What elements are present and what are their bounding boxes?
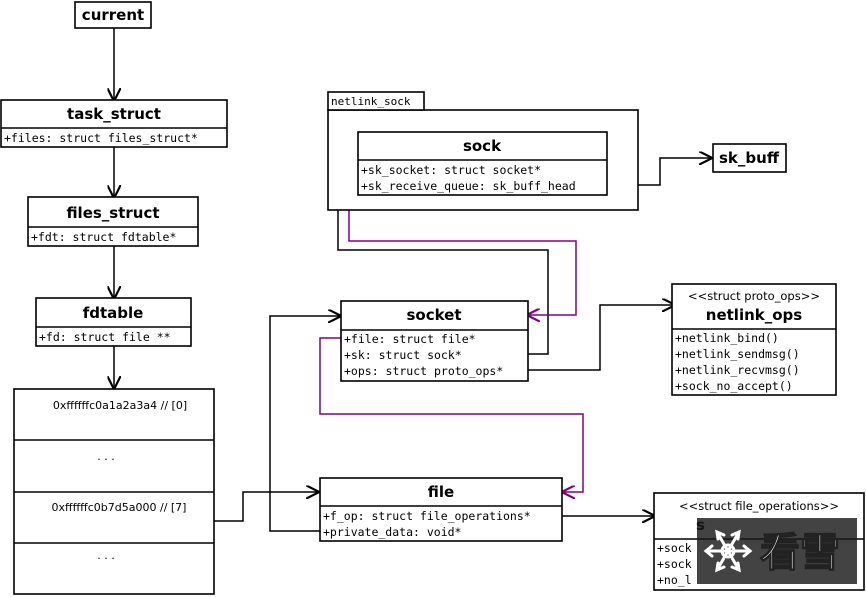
netlink-ops-field-recvmsg: +netlink_recvmsg() [675,363,800,377]
fd-array-cell-0: 0xffffffc0a1a2a3a4 // [0] [53,399,187,412]
netlink-ops-field-sendmsg: +netlink_sendmsg() [675,347,800,361]
fd-array-cell-1: . . . [97,450,114,463]
file-operations-field-0: +sock [657,541,692,555]
files-struct-box: files_struct +fdt: struct fdtable* [27,196,199,247]
task-struct-box: task_struct +files: struct files_struct* [0,99,228,148]
fdtable-title: fdtable [83,304,144,322]
file-operations-field-1: +sock [657,557,692,571]
files-struct-title: files_struct [66,204,159,222]
task-struct-field-files: +files: struct files_struct* [4,131,198,145]
file-operations-stereotype: <<struct file_operations>> [679,499,839,513]
sock-box: sock +sk_socket: struct socket* +sk_rece… [357,131,608,196]
files-struct-field-fdt: +fdt: struct fdtable* [31,230,176,244]
file-operations-field-2: +no_l [657,573,692,587]
arrow-socket-ops-to-netlink-ops [527,305,674,371]
arrow-socket-file-to-file [319,337,584,492]
netlink-ops-stereotype: <<struct proto_ops>> [688,289,820,303]
socket-field-sk: +sk: struct sock* [344,348,462,362]
file-box: file +f_op: struct file_operations* +pri… [319,477,563,542]
fd-array-cell-3: . . . [97,549,114,562]
fdtable-box: fdtable +fd: struct file ** [35,297,192,347]
watermark-text: 看雪 [760,530,840,576]
netlink-ops-title: netlink_ops [706,306,803,324]
arrow-file-private-data-to-socket [269,316,340,532]
current-title: current [82,6,144,24]
netlink-sock-label: netlink_sock [331,95,411,108]
file-field-f-op: +f_op: struct file_operations* [323,509,531,523]
sock-field-sk-receive-queue: +sk_receive_queue: sk_buff_head [361,179,576,193]
socket-field-ops: +ops: struct proto_ops* [344,364,503,378]
fdtable-field-fd: +fd: struct file ** [39,330,171,344]
socket-title: socket [406,306,461,324]
arrow-fd7-to-file [214,492,318,522]
file-field-private-data: +private_data: void* [323,525,461,539]
sock-title: sock [463,137,502,155]
socket-field-file: +file: struct file* [344,332,476,346]
fd-array: 0xffffffc0a1a2a3a4 // [0] . . . 0xffffff… [13,388,215,595]
netlink-ops-box: <<struct proto_ops>> netlink_ops +netlin… [671,283,837,396]
file-title: file [428,483,454,501]
task-struct-title: task_struct [67,105,161,123]
sk-buff-box: sk_buff [712,143,787,173]
sk-buff-title: sk_buff [719,149,780,167]
watermark: 看雪 [697,518,857,584]
fd-array-cell-7: 0xffffffc0b7d5a000 // [7] [52,501,187,514]
socket-box: socket +file: struct file* +sk: struct s… [340,300,529,382]
netlink-ops-field-accept: +sock_no_accept() [675,379,793,393]
current-box: current [74,1,152,29]
snowflake-icon [703,529,753,573]
netlink-ops-field-bind: +netlink_bind() [675,331,779,345]
sock-field-sk-socket: +sk_socket: struct socket* [361,163,541,177]
